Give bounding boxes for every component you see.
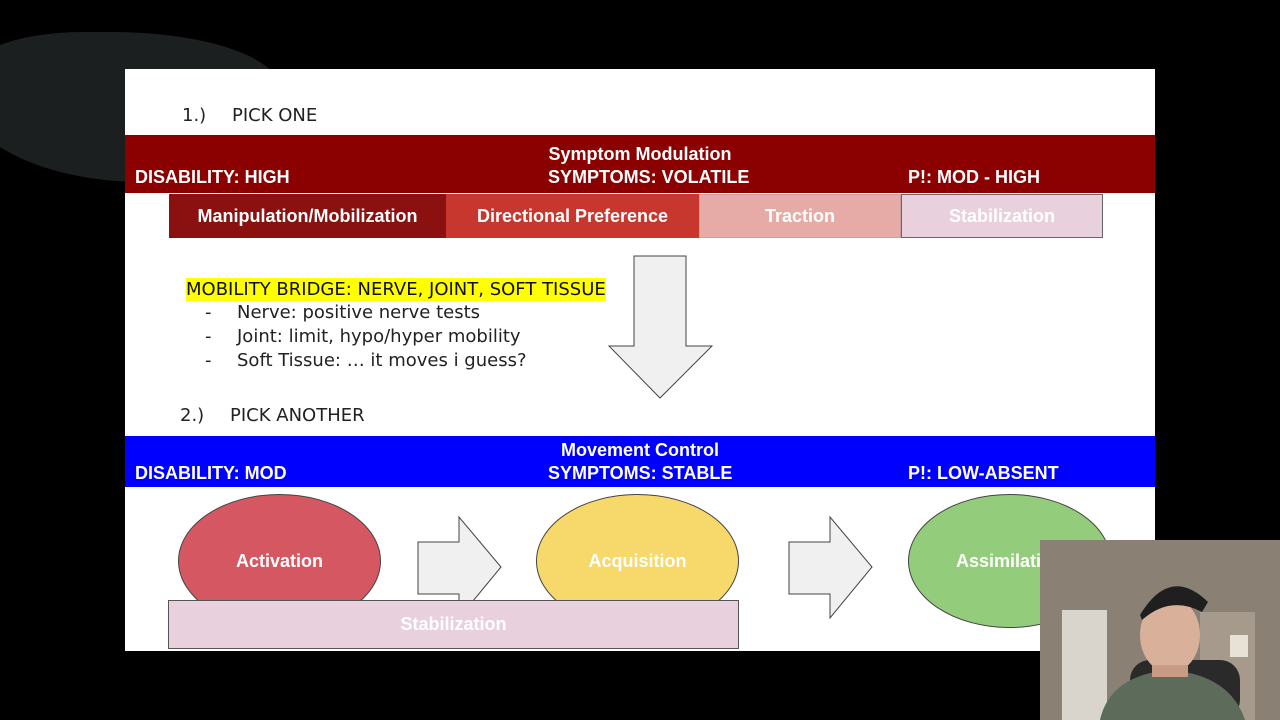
traction-box: Traction (699, 194, 901, 238)
symptom-modulation-title: Symptom Modulation (548, 144, 732, 164)
step-1-heading: 1.) PICK ONE (182, 105, 317, 126)
mobility-bridge-heading: MOBILITY BRIDGE: NERVE, JOINT, SOFT TISS… (186, 278, 606, 301)
pain-low-absent-label: P!: LOW-ABSENT (908, 463, 1059, 483)
symptom-modulation-band: Symptom Modulation DISABILITY: HIGH SYMP… (125, 135, 1155, 193)
right-arrow-icon (788, 515, 873, 620)
down-arrow-icon (607, 255, 714, 399)
list-item: -Joint: limit, hypo/hyper mobility (205, 326, 521, 347)
mobility-bridge-list: -Nerve: positive nerve tests -Joint: lim… (205, 302, 527, 374)
list-item: -Soft Tissue: … it moves i guess? (205, 350, 527, 371)
presenter-video-image (1040, 540, 1280, 720)
symptoms-stable-label: SYMPTOMS: STABLE (548, 463, 733, 483)
step-1-number: 1.) (182, 105, 207, 126)
disability-high-label: DISABILITY: HIGH (135, 167, 290, 187)
disability-mod-label: DISABILITY: MOD (135, 463, 287, 483)
step-2-heading: 2.) PICK ANOTHER (180, 405, 365, 426)
directional-preference-box: Directional Preference (446, 194, 699, 238)
stabilization-bar: Stabilization (168, 600, 739, 649)
movement-control-title: Movement Control (560, 440, 719, 460)
pain-mod-high-label: P!: MOD - HIGH (908, 167, 1040, 187)
presentation-slide: 1.) PICK ONE Symptom Modulation DISABILIT… (125, 69, 1155, 651)
movement-control-band: Movement Control DISABILITY: MOD SYMPTOM… (125, 436, 1155, 487)
right-arrow-icon (417, 515, 502, 620)
symptoms-volatile-label: SYMPTOMS: VOLATILE (548, 167, 750, 187)
stabilization-box: Stabilization (901, 194, 1103, 238)
step-2-label: PICK ANOTHER (230, 405, 365, 426)
step-2-number: 2.) (180, 405, 205, 426)
webcam-overlay (1040, 540, 1280, 720)
manipulation-mobilization-box: Manipulation/Mobilization (169, 194, 446, 238)
step-1-label: PICK ONE (232, 105, 318, 126)
list-item: -Nerve: positive nerve tests (205, 302, 481, 323)
